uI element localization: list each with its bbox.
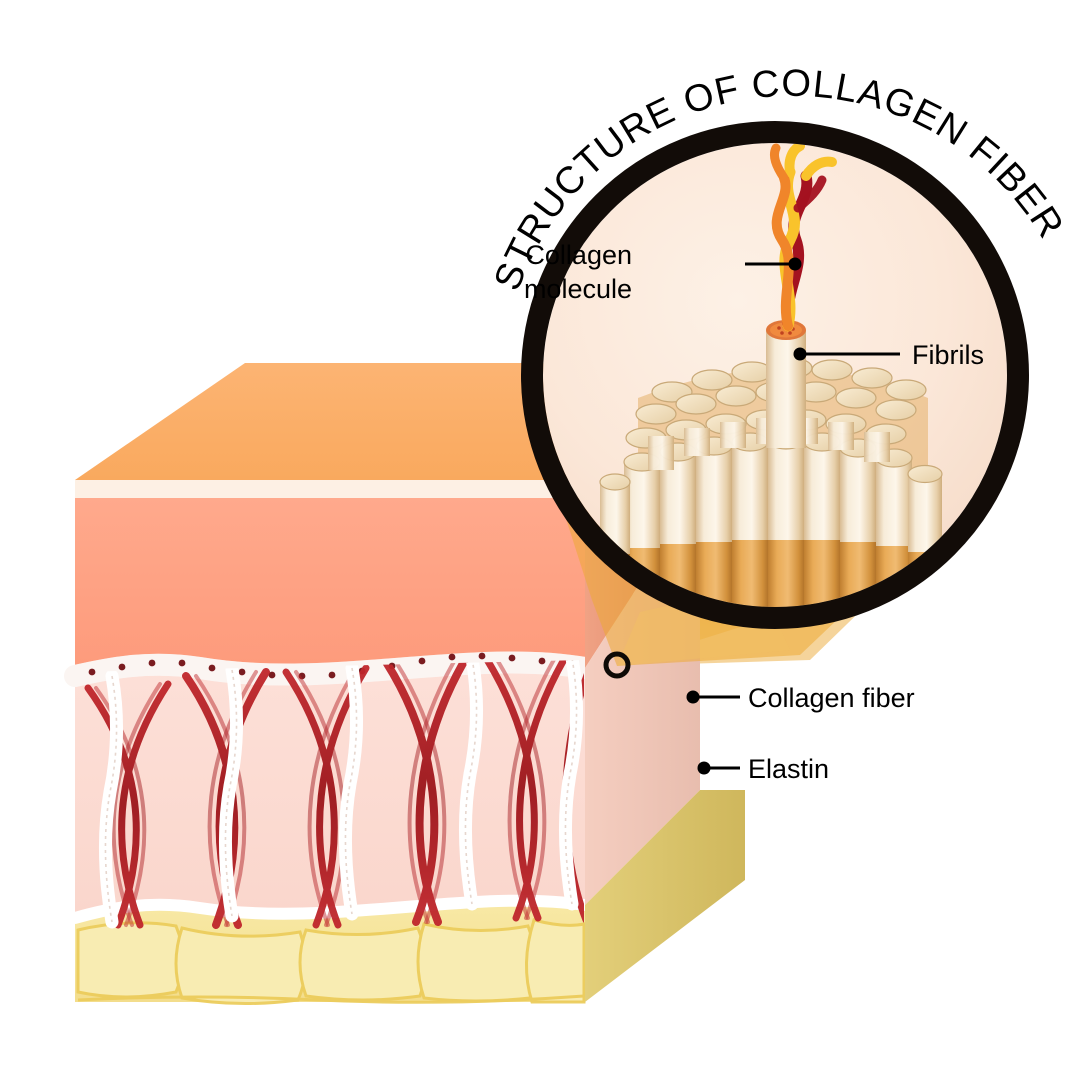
epidermis-front xyxy=(75,498,585,676)
magnifier-ring xyxy=(521,121,1029,629)
fat-side xyxy=(585,790,745,1002)
magnifier-lens xyxy=(521,121,1029,629)
fibrils-dot xyxy=(793,347,807,361)
elastin-dot xyxy=(697,761,711,775)
callout-elastin: Elastin xyxy=(697,754,829,784)
collagen-molecule-dot xyxy=(788,257,802,271)
surface-band xyxy=(75,480,585,498)
elastin-label: Elastin xyxy=(748,754,829,784)
skin-surface-top xyxy=(75,363,655,480)
collagen-molecule-label-line2: molecule xyxy=(524,274,632,304)
callout-collagen-fiber: Collagen fiber xyxy=(686,683,915,713)
lens-callout-lines xyxy=(745,257,900,361)
collagen-molecule-label-line1: Collagen xyxy=(525,240,632,270)
elastin-network xyxy=(98,660,584,929)
collagen-fiber-label: Collagen fiber xyxy=(748,683,915,713)
zoom-target-ring[interactable] xyxy=(603,651,631,679)
highlighted-fibril xyxy=(766,320,806,448)
fat-cells xyxy=(76,918,586,1006)
collagen-fiber-dot xyxy=(686,690,700,704)
lens-labels: Collagen molecule Fibrils xyxy=(524,240,984,370)
collagen-molecule-helix xyxy=(769,143,837,332)
fibrils-label: Fibrils xyxy=(912,340,984,370)
